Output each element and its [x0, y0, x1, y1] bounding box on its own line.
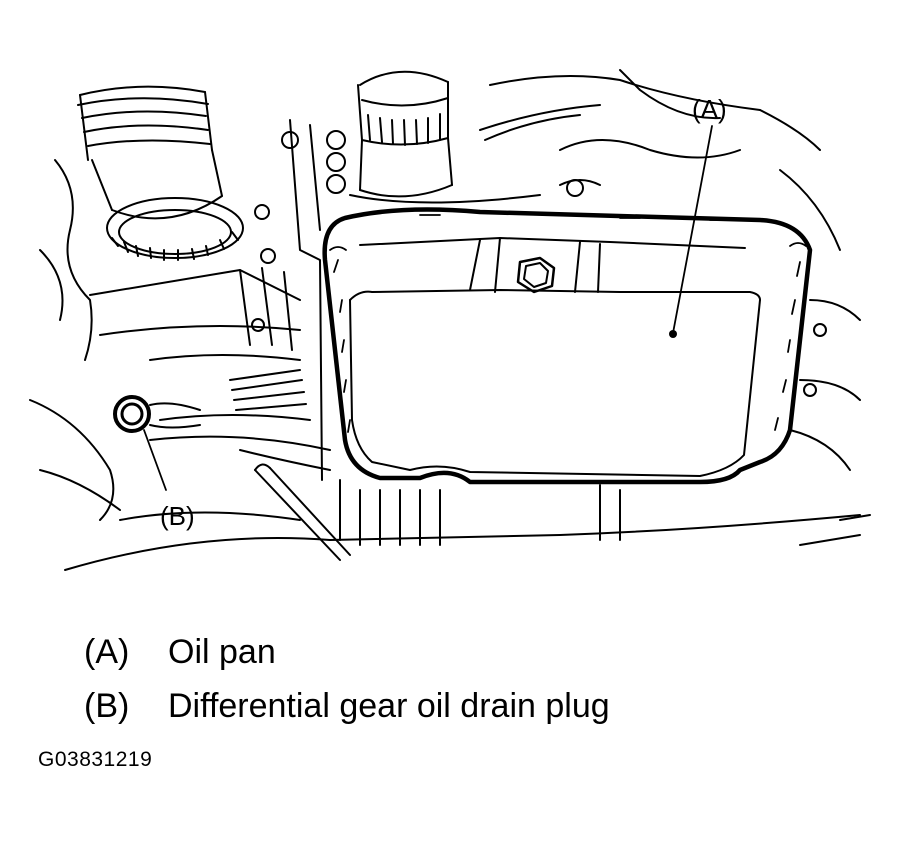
oil-pan-illustration: (A) (B) — [29, 69, 871, 571]
callout-b: (B) — [160, 501, 195, 531]
oil-pan — [322, 125, 813, 485]
legend-text-a: Oil pan — [168, 633, 276, 671]
callout-a: (A) — [692, 94, 727, 124]
legend-key-b: (B) — [84, 687, 130, 725]
legend-text-b: Differential gear oil drain plug — [168, 687, 610, 725]
legend-item-a: (A) Oil pan — [84, 632, 276, 672]
engine-background-linework — [29, 69, 871, 571]
legend-key-a: (A) — [84, 633, 130, 671]
figure-id: G03831219 — [38, 748, 153, 771]
legend-item-b: (B) Differential gear oil drain plug — [84, 686, 610, 726]
differential-drain-plug — [113, 395, 201, 491]
